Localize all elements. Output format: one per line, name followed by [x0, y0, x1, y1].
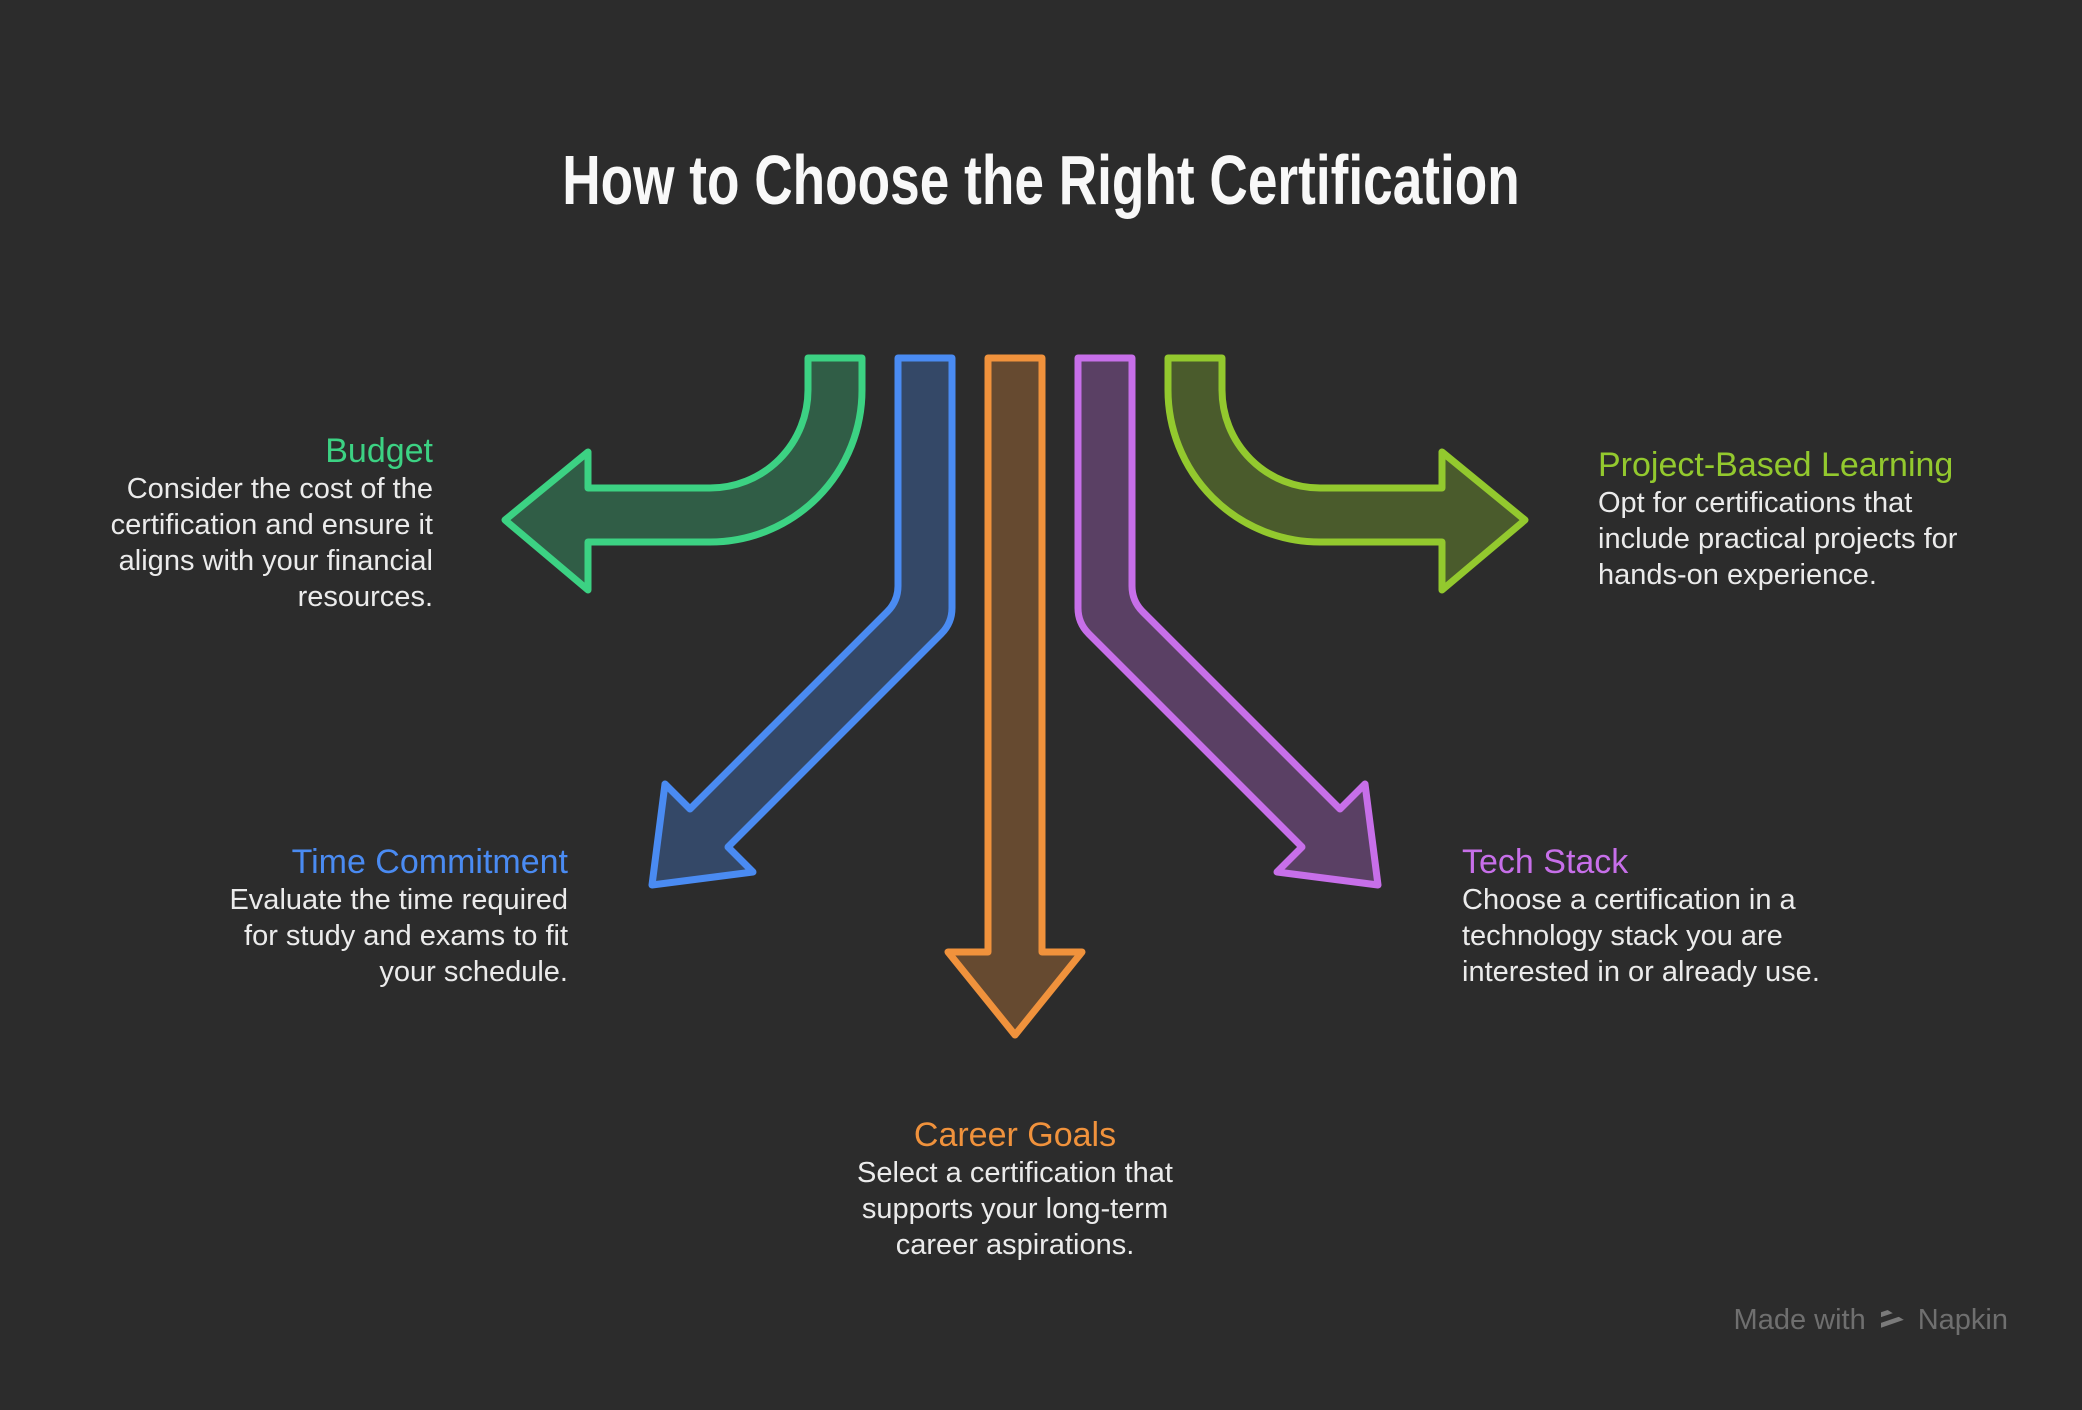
made-with-text: Made with — [1733, 1304, 1866, 1336]
napkin-brand-text: Napkin — [1917, 1304, 2008, 1336]
career-goals-arrow — [944, 354, 1086, 1039]
project-based-learning-label: Project-Based Learning — [1598, 446, 1954, 484]
page-title-text: How to Choose the Right Certification — [562, 141, 1520, 219]
budget-arrow — [501, 354, 866, 594]
tech-stack-text-block: Tech Stack Choose a certification in a t… — [1462, 844, 1922, 990]
budget-description: Consider the cost of the certification a… — [110, 473, 433, 613]
watermark: Made with Napkin — [1734, 1303, 2008, 1338]
time-commitment-arrow — [648, 354, 956, 889]
tech-stack-arrow — [1074, 354, 1382, 889]
tech-stack-label: Tech Stack — [1462, 843, 1629, 881]
budget-text-block: Budget Consider the cost of the certific… — [13, 433, 433, 615]
tech-stack-description: Choose a certification in a technology s… — [1462, 884, 1820, 988]
project-based-learning-description: Opt for certifications that include prac… — [1598, 487, 1958, 591]
career-goals-description: Select a certification that supports you… — [857, 1157, 1173, 1261]
time-commitment-description: Evaluate the time required for study and… — [229, 884, 568, 988]
napkin-logo-icon — [1880, 1306, 1904, 1335]
project-based-learning-arrow — [1164, 354, 1529, 594]
career-goals-text-block: Career Goals Select a certification that… — [735, 1117, 1295, 1263]
budget-label: Budget — [325, 432, 433, 470]
time-commitment-text-block: Time Commitment Evaluate the time requir… — [138, 844, 568, 990]
time-commitment-label: Time Commitment — [291, 843, 568, 881]
project-based-learning-text-block: Project-Based Learning Opt for certifica… — [1598, 447, 2068, 593]
career-goals-label: Career Goals — [913, 1116, 1117, 1154]
page-title: How to Choose the Right Certification — [0, 145, 2082, 215]
